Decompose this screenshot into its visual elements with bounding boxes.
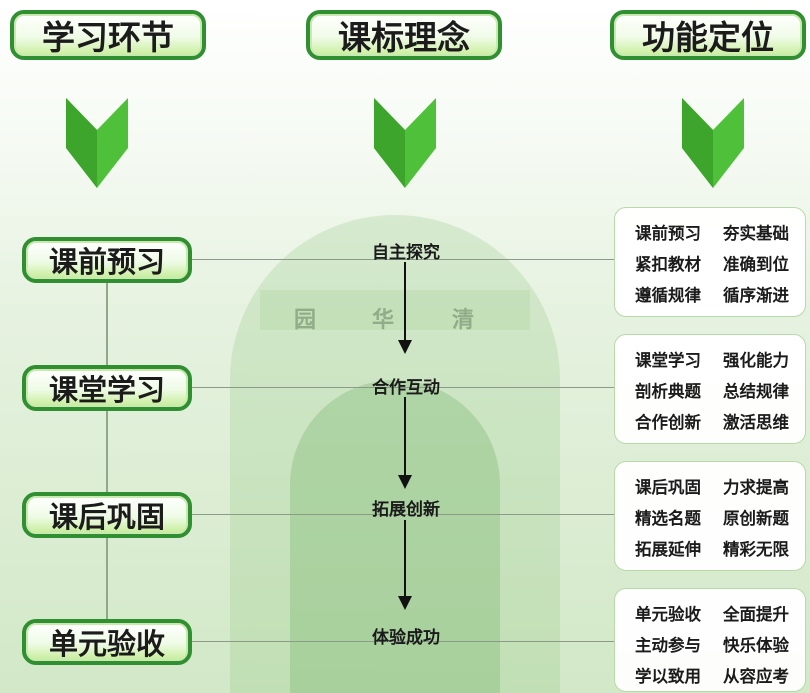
function-line: 拓展延伸 精彩无限 <box>635 534 795 565</box>
function-phrase: 紧扣教材 <box>635 255 701 274</box>
function-phrase: 夯实基础 <box>723 224 789 243</box>
function-phrase: 循序渐进 <box>723 286 789 305</box>
function-phrase: 合作创新 <box>635 413 701 432</box>
function-phrase: 准确到位 <box>723 255 789 274</box>
header-learning-stage: 学习环节 <box>10 10 206 60</box>
function-line: 主动参与 快乐体验 <box>635 630 795 661</box>
function-box-unit-check: 单元验收 全面提升 主动参与 快乐体验 学以致用 从容应考 <box>614 588 806 692</box>
concept-label: 体验成功 <box>372 628 440 648</box>
function-phrase: 总结规律 <box>723 382 789 401</box>
background-plaque-char: 清 <box>452 308 475 333</box>
function-line: 课堂学习 强化能力 <box>635 345 795 376</box>
flow-arrow-icon <box>398 397 412 489</box>
function-phrase: 快乐体验 <box>723 636 789 655</box>
function-box-classroom: 课堂学习 强化能力 剖析典题 总结规律 合作创新 激活思维 <box>614 334 806 444</box>
function-line: 剖析典题 总结规律 <box>635 376 795 407</box>
down-arrow-icon <box>66 98 128 188</box>
function-phrase: 强化能力 <box>723 351 789 370</box>
function-line: 精选名题 原创新题 <box>635 503 795 534</box>
row-connector-line <box>192 259 614 260</box>
header-curriculum-concept: 课标理念 <box>306 10 502 60</box>
down-arrow-icon <box>374 98 436 188</box>
function-box-consolidation: 课后巩固 力求提高 精选名题 原创新题 拓展延伸 精彩无限 <box>614 461 806 571</box>
row-connector-line <box>192 641 614 642</box>
row-connector-line <box>192 387 614 388</box>
function-line: 紧扣教材 准确到位 <box>635 249 795 280</box>
function-phrase: 学以致用 <box>635 667 701 686</box>
function-line: 合作创新 激活思维 <box>635 407 795 438</box>
background-plaque-char: 园 <box>294 308 317 333</box>
function-phrase: 激活思维 <box>723 413 789 432</box>
background-arch <box>230 215 560 693</box>
function-phrase: 剖析典题 <box>635 382 701 401</box>
concept-label: 合作互动 <box>372 378 440 398</box>
function-box-preview: 课前预习 夯实基础 紧扣教材 准确到位 遵循规律 循序渐进 <box>614 207 806 317</box>
row-connector-line <box>192 514 614 515</box>
stage-consolidation: 课后巩固 <box>22 492 192 538</box>
function-line: 单元验收 全面提升 <box>635 599 795 630</box>
function-phrase: 主动参与 <box>635 636 701 655</box>
stage-preview: 课前预习 <box>22 237 192 283</box>
concept-label: 自主探究 <box>372 243 440 263</box>
background-plaque-char: 华 <box>372 308 395 333</box>
flow-arrow-icon <box>398 262 412 354</box>
stage-classroom: 课堂学习 <box>22 365 192 411</box>
function-phrase: 全面提升 <box>723 605 789 624</box>
function-line: 学以致用 从容应考 <box>635 661 795 692</box>
function-phrase: 单元验收 <box>635 605 701 624</box>
function-phrase: 精彩无限 <box>723 540 789 559</box>
function-phrase: 课堂学习 <box>635 351 701 370</box>
function-phrase: 课前预习 <box>635 224 701 243</box>
function-phrase: 原创新题 <box>723 509 789 528</box>
function-phrase: 精选名题 <box>635 509 701 528</box>
concept-label: 拓展创新 <box>372 500 440 520</box>
down-arrow-icon <box>682 98 744 188</box>
function-phrase: 课后巩固 <box>635 478 701 497</box>
header-function-position: 功能定位 <box>610 10 806 60</box>
function-phrase: 力求提高 <box>723 478 789 497</box>
function-line: 遵循规律 循序渐进 <box>635 280 795 311</box>
background-lintel <box>260 290 530 330</box>
function-line: 课前预习 夯实基础 <box>635 218 795 249</box>
stage-unit-check: 单元验收 <box>22 619 192 665</box>
function-phrase: 拓展延伸 <box>635 540 701 559</box>
function-phrase: 遵循规律 <box>635 286 701 305</box>
function-phrase: 从容应考 <box>723 667 789 686</box>
background-gate-opening <box>290 380 500 693</box>
flow-arrow-icon <box>398 520 412 610</box>
function-line: 课后巩固 力求提高 <box>635 472 795 503</box>
stage-connector-line <box>106 281 108 621</box>
